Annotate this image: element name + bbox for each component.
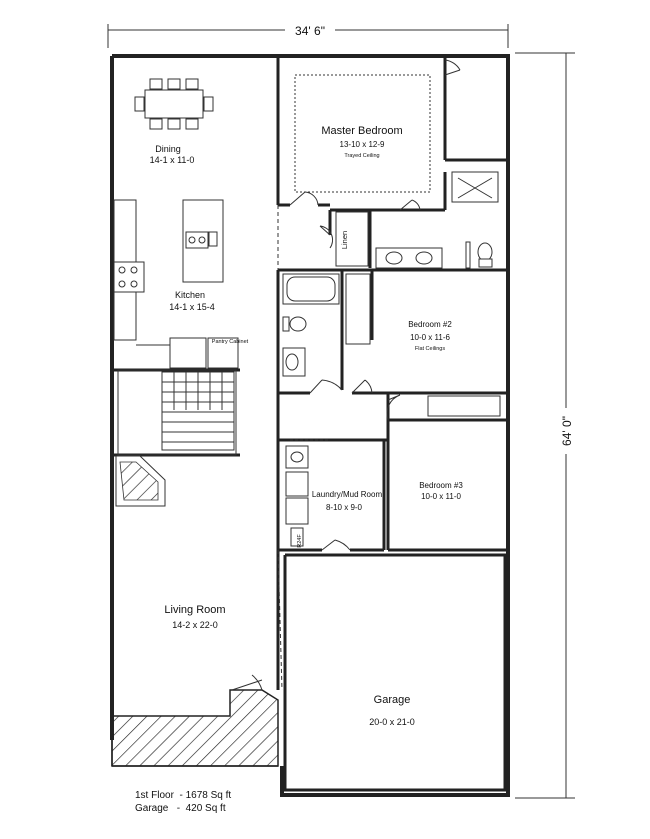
linen-closet bbox=[319, 211, 369, 267]
fireplace bbox=[115, 455, 166, 507]
master-bedroom-size: 13-10 x 12-9 bbox=[340, 140, 385, 149]
kitchen-label: Kitchen bbox=[175, 290, 205, 300]
bedroom2-note: Flat Ceilings bbox=[415, 346, 446, 352]
kitchen-size: 14-1 x 15-4 bbox=[169, 302, 215, 312]
bedroom2-size: 10-0 x 11-6 bbox=[410, 333, 450, 342]
master-doors bbox=[289, 59, 461, 211]
hall-doors bbox=[309, 379, 501, 421]
master-bedroom-note: Trayed Ceiling bbox=[344, 153, 379, 159]
master-bedroom-label: Master Bedroom bbox=[321, 125, 402, 137]
dining-label: Dining bbox=[155, 144, 181, 154]
laundry-label: Laundry/Mud Room bbox=[312, 490, 383, 499]
living-room-label: Living Room bbox=[164, 604, 225, 616]
porch-hatch bbox=[111, 689, 279, 767]
kitchen-counters bbox=[113, 199, 239, 369]
garage-walls bbox=[283, 553, 507, 792]
dining-table bbox=[134, 78, 214, 130]
living-room-size: 14-2 x 22-0 bbox=[172, 620, 218, 630]
bedroom3-label: Bedroom #3 bbox=[419, 481, 463, 490]
garage-area-total: Garage - 420 Sq ft bbox=[135, 803, 226, 814]
width-dimension-label: 34' 6" bbox=[295, 24, 325, 38]
floor-area-total: 1st Floor - 1678 Sq ft bbox=[135, 790, 231, 801]
dashed-openings bbox=[277, 205, 283, 691]
bedroom3-size: 10-0 x 11-0 bbox=[421, 492, 461, 501]
laundry-size: 8-10 x 9-0 bbox=[326, 503, 363, 512]
front-door-swing bbox=[231, 674, 263, 691]
garage-size: 20-0 x 21-0 bbox=[369, 717, 415, 727]
exterior-walls bbox=[110, 54, 510, 797]
laundry-appliance-label: R24F bbox=[297, 534, 303, 548]
hall-bath-fixtures bbox=[282, 273, 371, 377]
height-dimension-label: 64' 0" bbox=[560, 416, 574, 446]
tray-ceiling-outline bbox=[294, 74, 431, 193]
linen-label: Linen bbox=[340, 231, 349, 249]
master-bath-fixtures bbox=[375, 171, 499, 269]
dining-size: 14-1 x 11-0 bbox=[150, 155, 195, 165]
garage-label: Garage bbox=[374, 694, 411, 706]
pantry-label: Pantry Cabinet bbox=[212, 339, 249, 345]
bedroom2-label: Bedroom #2 bbox=[408, 320, 452, 329]
staircase bbox=[117, 369, 237, 456]
laundry-fixtures bbox=[285, 439, 351, 551]
